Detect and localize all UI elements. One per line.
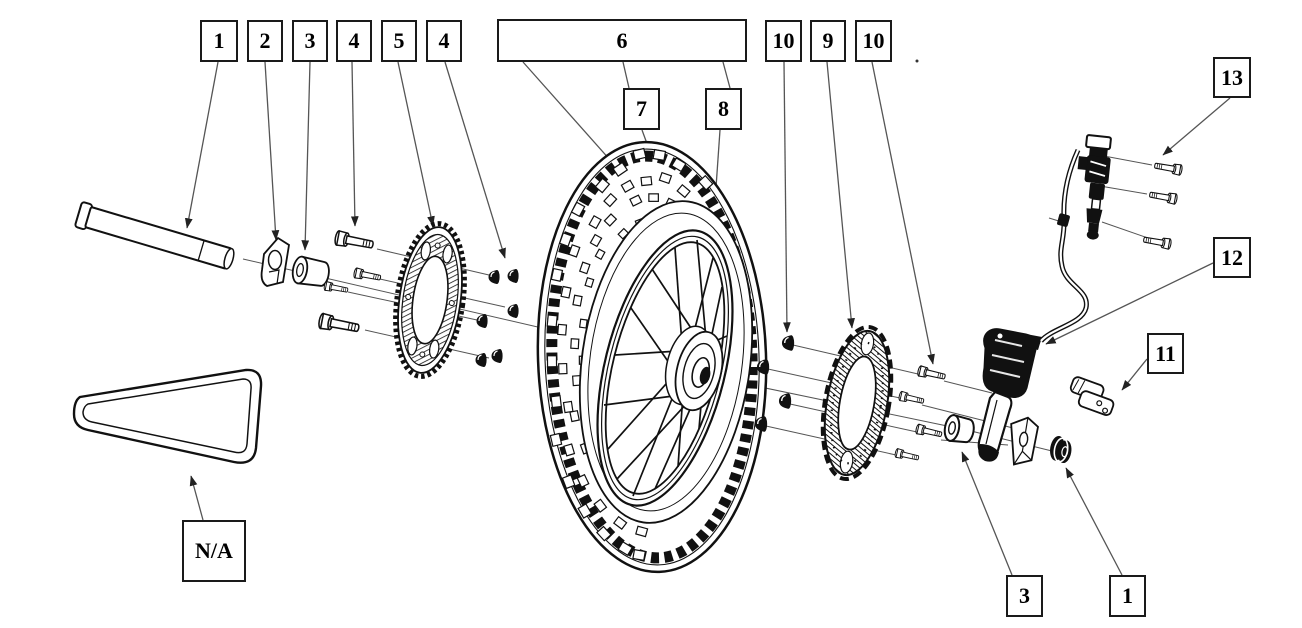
axle-block	[1010, 416, 1039, 466]
hose-fitting	[1057, 213, 1070, 227]
callout-10b: 10	[855, 20, 892, 62]
stray-dot	[915, 59, 919, 63]
leader-lines	[184, 61, 1231, 576]
chain-adjuster	[260, 236, 290, 287]
wheel-tire	[536, 140, 768, 574]
callout-6: 6	[497, 19, 747, 62]
brake-disc	[820, 324, 894, 482]
brake-pads	[1069, 376, 1115, 416]
callout-4: 4	[336, 20, 372, 62]
chain-guard	[72, 368, 263, 464]
sprocket-bolts	[317, 229, 382, 337]
wheel-spacer-left	[291, 255, 330, 287]
callout-12: 12	[1213, 237, 1251, 278]
callout-8: 8	[705, 88, 742, 130]
axle-nut	[1050, 435, 1072, 464]
callout-10a: 10	[765, 20, 802, 62]
callout-1: 1	[200, 20, 238, 62]
mount-bolts	[1142, 159, 1184, 250]
callout-9: 9	[810, 20, 846, 62]
callout-1-bottom: 1	[1109, 575, 1146, 617]
master-cylinder	[1077, 134, 1112, 240]
axle	[74, 201, 235, 270]
callout-na: N/A	[182, 520, 246, 582]
tire-knobs	[546, 147, 714, 562]
callout-3: 3	[292, 20, 328, 62]
banjo-fitting	[1024, 334, 1042, 350]
callout-7: 7	[623, 88, 660, 130]
callout-3-bottom: 3	[1006, 575, 1043, 617]
callout-4b: 4	[426, 20, 462, 62]
brake-hose	[1039, 148, 1089, 343]
callout-13: 13	[1213, 57, 1251, 98]
brake-caliper	[977, 328, 1042, 462]
callout-5: 5	[381, 20, 417, 62]
wheel-spacer-right	[943, 413, 975, 444]
sprocket	[393, 221, 467, 379]
hub	[664, 325, 724, 412]
disc-bolts	[893, 364, 947, 463]
callout-2: 2	[247, 20, 283, 62]
callout-11: 11	[1147, 333, 1184, 374]
